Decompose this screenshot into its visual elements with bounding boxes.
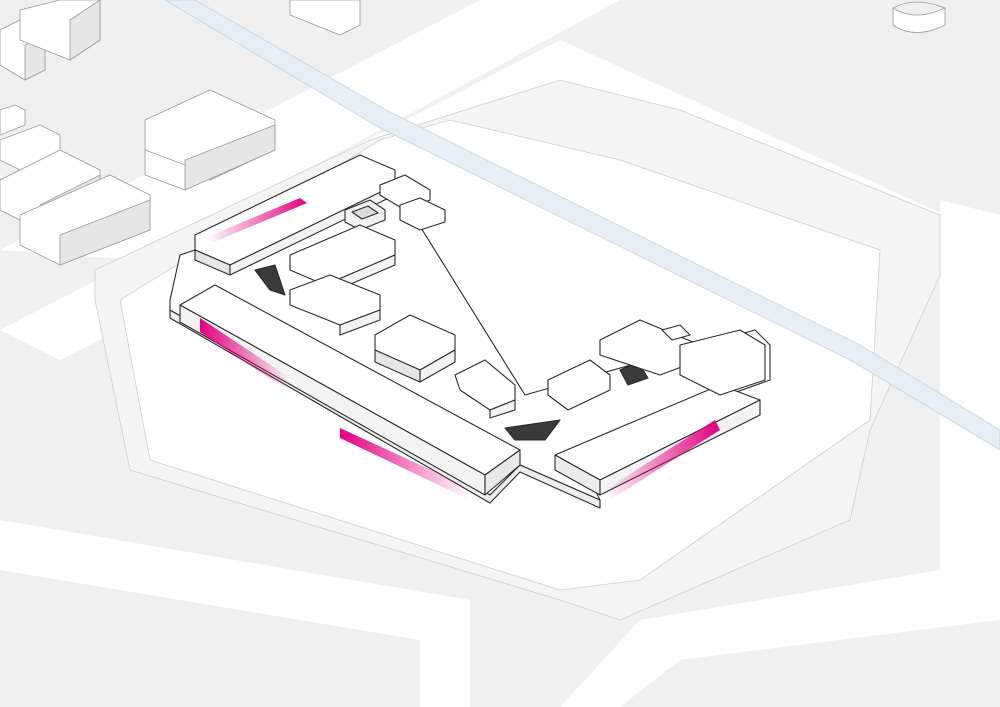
building-bar-southeast bbox=[554, 329, 766, 500]
context-building bbox=[289, 0, 361, 36]
building-cluster-north bbox=[344, 174, 446, 231]
building-wing-middle bbox=[289, 274, 381, 336]
road-right-edge bbox=[940, 200, 1000, 580]
canal bbox=[164, 0, 1000, 451]
building-bar-southwest bbox=[179, 284, 521, 500]
building-block-south-center bbox=[454, 359, 516, 419]
building-block-center bbox=[374, 314, 456, 383]
road-bottom-left bbox=[0, 520, 470, 707]
facade-highlight-southeast bbox=[605, 420, 720, 500]
building-wing-east bbox=[547, 319, 701, 411]
context-building bbox=[144, 89, 276, 191]
facade-highlight-southwest-1 bbox=[200, 318, 290, 392]
facade-highlight-southwest-2 bbox=[340, 428, 470, 500]
road-diagonal-north bbox=[0, 0, 620, 260]
road-bottom-right bbox=[560, 560, 1000, 707]
context-building-cylinder bbox=[892, 1, 946, 33]
context-buildings bbox=[0, 0, 946, 266]
context-building bbox=[19, 0, 101, 61]
context-building bbox=[0, 104, 151, 266]
facade-highlight-northwest bbox=[207, 198, 307, 242]
light-well-south bbox=[504, 419, 561, 441]
light-well-west bbox=[254, 264, 286, 296]
